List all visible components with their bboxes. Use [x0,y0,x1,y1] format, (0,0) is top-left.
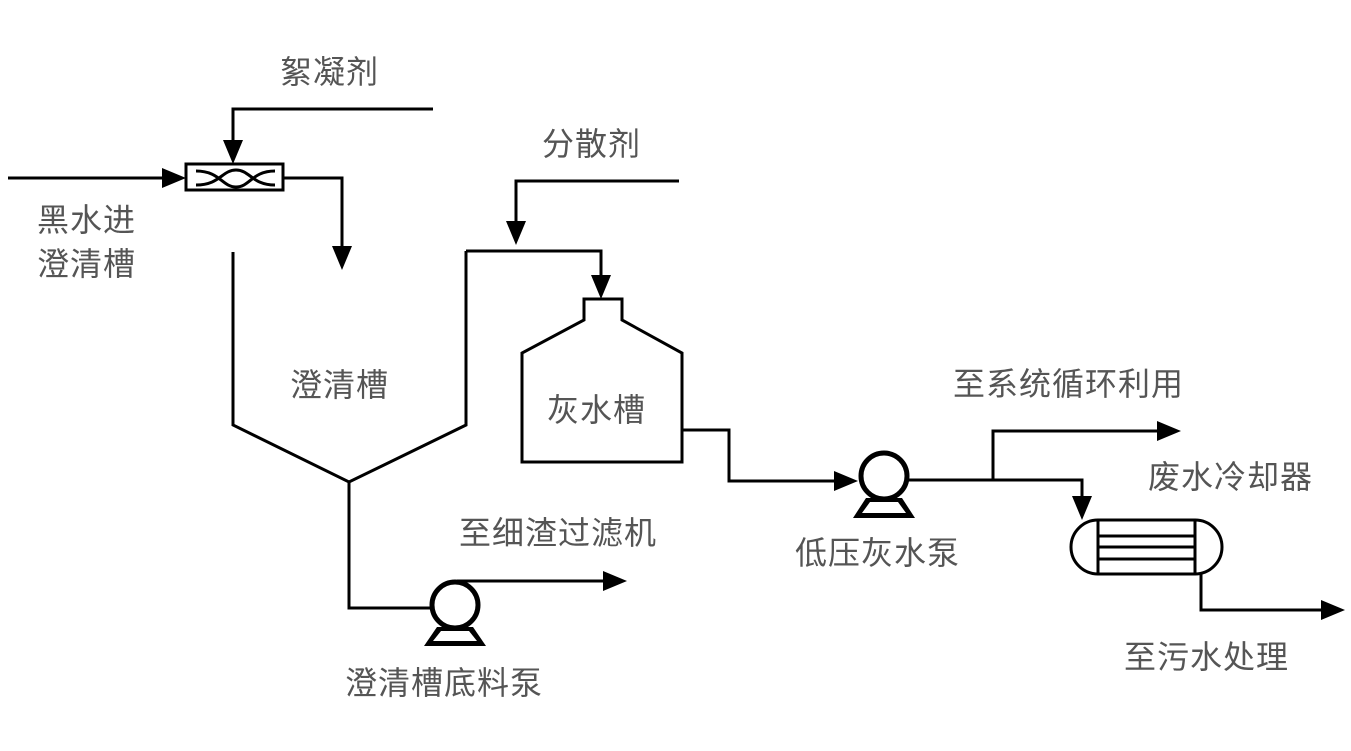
low-pressure-pump-label: 低压灰水泵 [795,534,961,572]
tank-to-pump-stream [682,428,858,491]
arrow-head-icon [223,140,243,164]
wastewater-treatment-stream [1199,573,1345,620]
static-mixer[interactable] [184,162,285,192]
to-system-recycle-label: 至系统循环利用 [953,365,1185,403]
clarifier-underflow-pump[interactable] [424,579,486,646]
to-wastewater-treatment-label: 至污水处理 [1124,638,1290,676]
gray-water-tank-label: 灰水槽 [547,391,647,429]
clarifier-label: 澄清槽 [290,366,390,404]
fine-slag-filter-stream [457,571,627,591]
system-recycle-stream [991,421,1181,480]
arrow-head-icon [1321,600,1345,620]
arrow-head-icon [506,221,526,245]
black-water-inlet-label-line1: 黑水进 [37,201,137,239]
wastewater-cooler[interactable] [1069,518,1224,576]
black-water-inlet-label-line2: 澄清槽 [37,245,137,283]
dispersant-label: 分散剂 [542,125,642,163]
arrow-head-icon [162,168,186,188]
flocculant-label: 絮凝剂 [280,53,380,91]
clarifier-underflow-stream [347,482,432,610]
pump-discharge-stream [907,478,1092,520]
wastewater-cooler-label: 废水冷却器 [1148,458,1314,496]
clarifier-underflow-pump-label: 澄清槽底料泵 [345,664,544,702]
flocculant-stream [223,107,433,164]
clarifier-overflow-stream [466,249,611,299]
dispersant-stream [506,179,679,245]
arrow-head-icon [591,275,611,299]
arrow-head-icon [1157,421,1181,441]
arrow-head-icon [1072,496,1092,520]
mixer-to-clarifier-stream [283,176,352,270]
low-pressure-gray-water-pump[interactable] [853,450,915,518]
arrow-head-icon [332,246,352,270]
gray-water-tank[interactable] [520,297,684,464]
black-water-inlet-stream [8,168,186,188]
arrow-head-icon [834,471,858,491]
to-fine-slag-filter-label: 至细渣过滤机 [459,514,658,552]
arrow-head-icon [603,571,627,591]
